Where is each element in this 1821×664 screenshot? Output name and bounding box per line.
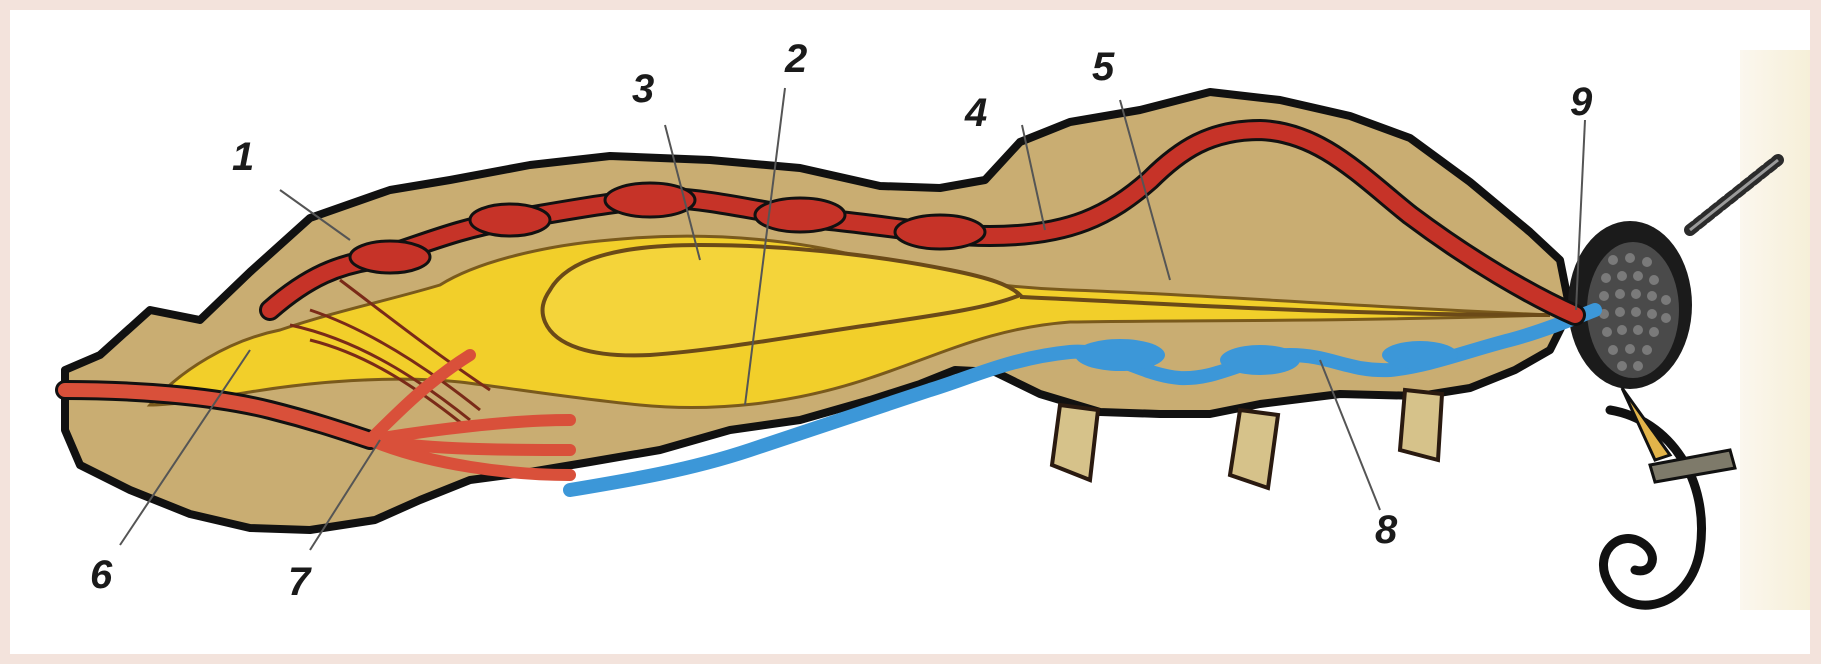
label-1: 1 — [232, 135, 254, 179]
label-7: 7 — [288, 560, 312, 604]
leg-rear — [1400, 390, 1442, 460]
nerve-ganglion — [1382, 341, 1458, 369]
nerve-ganglion — [1075, 339, 1165, 371]
label-8: 8 — [1375, 508, 1398, 552]
label-3: 3 — [632, 67, 654, 111]
antenna-core — [1690, 160, 1778, 230]
label-9: 9 — [1570, 80, 1593, 124]
figure-frame: 1 2 3 4 5 6 7 8 9 — [10, 10, 1810, 654]
leg-middle — [1230, 410, 1278, 488]
label-6: 6 — [90, 553, 113, 597]
label-5: 5 — [1092, 45, 1115, 89]
nerve-ganglion — [1220, 345, 1300, 375]
anatomy-diagram: 1 2 3 4 5 6 7 8 9 — [10, 10, 1810, 654]
label-4: 4 — [964, 91, 987, 135]
label-2: 2 — [784, 37, 807, 81]
leg-front — [1052, 405, 1098, 480]
mouth-stylet — [1622, 388, 1670, 460]
